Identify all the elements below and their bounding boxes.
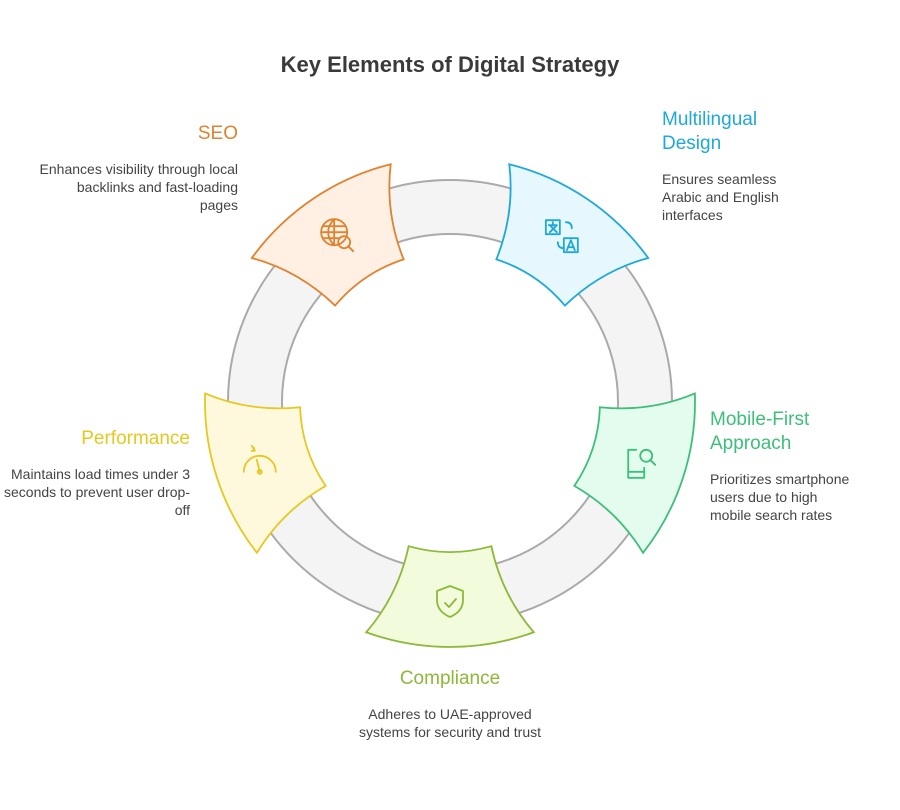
performance-title: Performance [81, 428, 190, 449]
compliance-segment [364, 545, 536, 648]
performance-block: Performance Maintains load times under 3… [0, 427, 190, 519]
seo-block: SEO Enhances visibility through local ba… [38, 122, 238, 214]
mobile-segment [573, 392, 696, 555]
performance-segment [204, 392, 327, 555]
mobile-block: Mobile-First Approach Prioritizes smartp… [710, 408, 860, 524]
compliance-desc: Adheres to UAE-approved systems for secu… [358, 706, 542, 740]
shield-check-icon [436, 585, 464, 618]
speedometer-icon [242, 444, 277, 475]
compliance-title: Compliance [399, 668, 501, 689]
performance-desc: Maintains load times under 3 seconds to … [4, 466, 190, 518]
multilingual-desc: Ensures seamless Arabic and English inte… [662, 171, 779, 223]
seo-title: SEO [197, 123, 238, 144]
globe-search-icon [320, 218, 355, 253]
multilingual-block: Multilingual Design Ensures seamless Ara… [662, 108, 812, 224]
compliance-block: Compliance Adheres to UAE-approved syste… [350, 667, 550, 741]
mobile-search-icon [627, 448, 657, 479]
mobile-title: Mobile-First Approach [710, 409, 810, 454]
multilingual-title: Multilingual Design [662, 109, 758, 154]
multilingual-segment [495, 163, 650, 307]
page-title: Key Elements of Digital Strategy [280, 52, 620, 77]
translate-icon [544, 219, 579, 254]
mobile-desc: Prioritizes smartphone users due to high… [710, 471, 850, 523]
seo-desc: Enhances visibility through local backli… [39, 161, 238, 213]
